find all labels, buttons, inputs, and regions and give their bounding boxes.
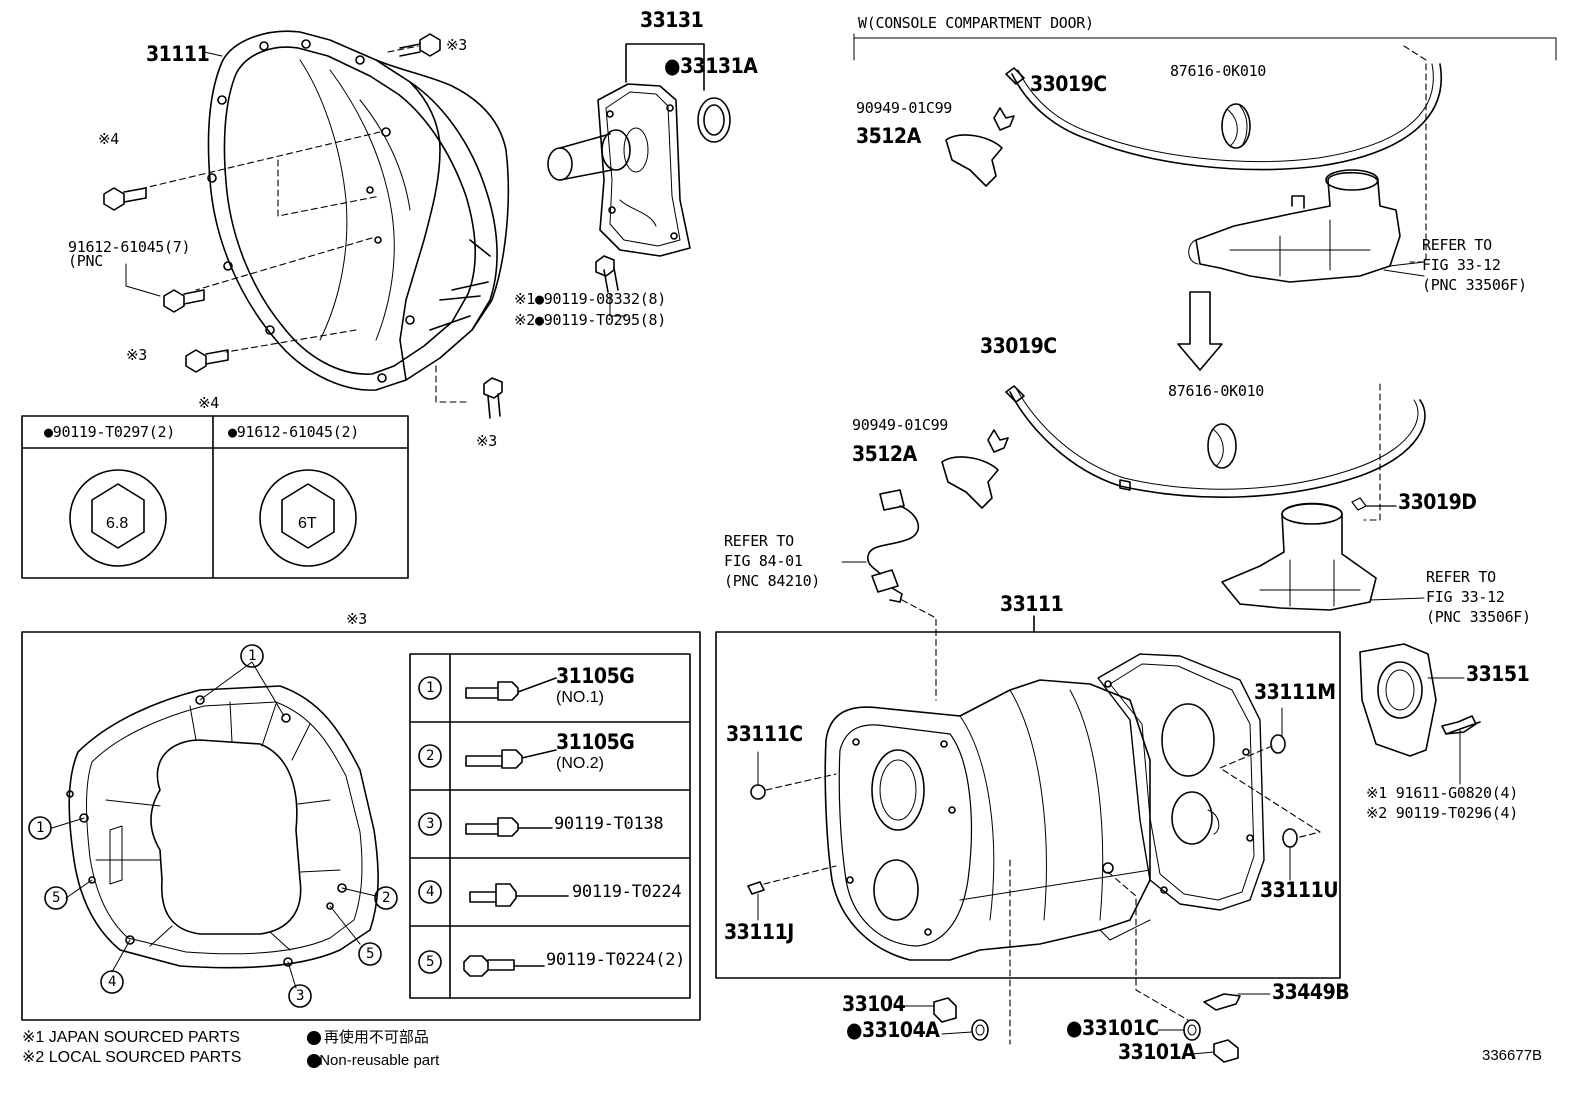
note-3-mark-b: ※3 — [126, 346, 147, 364]
note-4-mark: ※4 — [98, 130, 119, 148]
retainer-bolt-1: ※1●90119-08332(8) — [514, 290, 666, 308]
bolt-head-mark-1: 6.8 — [106, 515, 129, 532]
clutch-housing-drawing — [103, 30, 510, 419]
legend-local-sourced: ※2 LOCAL SOURCED PARTS — [22, 1049, 242, 1066]
row-4-part-number: 90119-T0224 — [572, 882, 682, 902]
pin-u-part-number: 33111U — [1260, 878, 1339, 902]
callout-3-bottom: 3 — [296, 988, 305, 1004]
row-1-number: 1 — [426, 680, 435, 696]
callout-1-top: 1 — [248, 648, 257, 664]
lower-hose-part-number: 33019C — [980, 334, 1057, 358]
note-3-mark-c: ※3 — [476, 432, 497, 450]
console-refer-2: FIG 33-12 — [1422, 256, 1501, 274]
legend-non-reusable-jp: ● 再使用不可部品 — [306, 1028, 429, 1046]
lower-clip-part-number: 87616-0K010 — [1168, 382, 1265, 400]
oil-seal-part-number: ●33131A — [664, 54, 758, 78]
row-3-part-number: 90119-T0138 — [554, 814, 664, 834]
row-2-part-number: 31105G — [556, 730, 635, 754]
rear-cover-bolt-1: ※1 91611-G0820(4) — [1366, 784, 1518, 802]
lower-refer-1: REFER TO — [1426, 568, 1496, 586]
console-hose-part-number: 33019C — [1030, 72, 1107, 96]
bolt-table-col-1: ●90119-T0297(2) — [44, 423, 175, 441]
bolt-table-col-2: ●91612-61045(2) — [228, 423, 359, 441]
callout-1-left: 1 — [36, 820, 45, 836]
callout-2-right: 2 — [382, 890, 391, 906]
pin-c-part-number: 33111C — [726, 722, 803, 746]
filler-plug-part-number: 33101A — [1118, 1040, 1196, 1064]
lower-refer-3: (PNC 33506F) — [1426, 608, 1531, 626]
rear-cover-part-number: 33151 — [1466, 662, 1530, 686]
callout-4-bottom: 4 — [108, 974, 117, 990]
pin-m-part-number: 33111M — [1254, 680, 1336, 704]
sensor-refer-1: REFER TO — [724, 532, 794, 550]
bolt-head-mark-2: 6T — [298, 515, 317, 532]
lower-shift-group-drawing — [941, 383, 1426, 611]
filler-gasket-part-number: ●33101C — [1066, 1016, 1159, 1040]
rear-cover-bolt-2: ※2 90119-T0296(4) — [1366, 804, 1518, 822]
console-clip-part-number: 87616-0K010 — [1170, 62, 1267, 80]
row-3-number: 3 — [426, 816, 435, 832]
pin-j-part-number: 33111J — [724, 920, 794, 944]
lower-clamp-part-number: 90949-01C99 — [852, 416, 949, 434]
bolt-table-header-mark: ※4 — [198, 394, 219, 412]
speed-sensor-drawing — [841, 489, 937, 701]
row-4-number: 4 — [426, 884, 435, 900]
row-1-part-number: 31105G — [556, 664, 635, 688]
sensor-refer-3: (PNC 84210) — [724, 572, 821, 590]
row-5-part-number: 90119-T0224(2) — [546, 950, 686, 970]
drain-gasket-part-number: ●33104A — [846, 1018, 940, 1042]
sensor-refer-2: FIG 84-01 — [724, 552, 803, 570]
front-bearing-retainer-drawing — [547, 43, 731, 317]
console-refer-3: (PNC 33506F) — [1422, 276, 1527, 294]
legend-non-reusable-en: ● Non-reusable part — [306, 1052, 440, 1069]
bolt-pnc-label: (PNC — [68, 252, 103, 270]
console-clamp-part-number: 90949-01C99 — [856, 99, 953, 117]
bolt-part-number: 91612-61045(7) — [68, 238, 191, 256]
row-2-number: 2 — [426, 748, 435, 764]
figure-id: 336677B — [1482, 1047, 1543, 1064]
breather-part-number: 33019D — [1398, 490, 1477, 514]
note-3-mark-a: ※3 — [446, 36, 467, 54]
bellhousing-face-drawing — [21, 631, 701, 1021]
callout-5-left: 5 — [52, 890, 61, 906]
retainer-part-number: 33131 — [640, 8, 704, 32]
transfer-case-drawing — [715, 615, 1481, 1063]
bolt-head-table-drawing — [21, 415, 409, 579]
console-group-drawing — [853, 33, 1557, 371]
callout-5-right: 5 — [366, 946, 375, 962]
clutch-housing-part-number: 31111 — [146, 42, 210, 66]
console-refer-1: REFER TO — [1422, 236, 1492, 254]
row-2-sub: (NO.2) — [556, 755, 604, 772]
transfer-case-part-number: 33111 — [1000, 592, 1064, 616]
detail-3-header-mark: ※3 — [346, 610, 367, 628]
retainer-bolt-2: ※2●90119-T0295(8) — [514, 311, 666, 329]
bracket-part-number: 33449B — [1272, 980, 1350, 1004]
legend-japan-sourced: ※1 JAPAN SOURCED PARTS — [22, 1029, 240, 1046]
drain-plug-part-number: 33104 — [842, 992, 906, 1016]
lower-bracket-part-number: 3512A — [852, 442, 917, 466]
row-1-sub: (NO.1) — [556, 689, 604, 706]
lower-refer-2: FIG 33-12 — [1426, 588, 1505, 606]
console-bracket-part-number: 3512A — [856, 124, 921, 148]
row-5-number: 5 — [426, 954, 435, 970]
console-group-title: W(CONSOLE COMPARTMENT DOOR) — [858, 14, 1094, 32]
